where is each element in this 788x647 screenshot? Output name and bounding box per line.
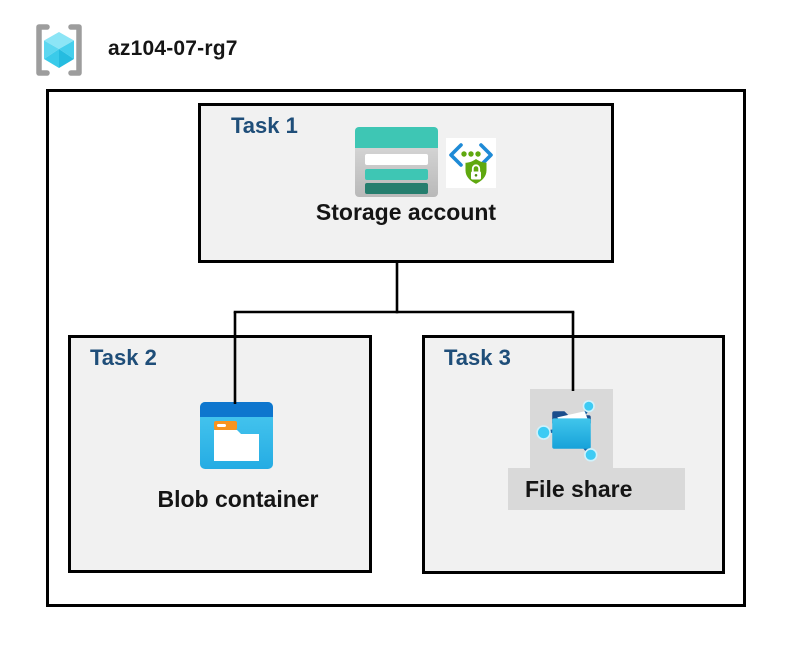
file-share-label: File share <box>508 468 685 510</box>
resource-group-icon <box>36 24 82 76</box>
task2-label: Task 2 <box>90 345 157 370</box>
task1-box: Task 1 Storage account <box>198 103 614 263</box>
blob-container-label: Blob container <box>157 486 319 512</box>
storage-account-icon <box>355 127 438 197</box>
resource-group-title: az104-07-rg7 <box>108 37 238 60</box>
task3-label: Task 3 <box>444 345 511 370</box>
secure-access-icon <box>446 138 496 188</box>
blob-container-icon <box>200 402 273 469</box>
task3-box: Task 3 File share <box>422 335 725 574</box>
task2-box: Task 2 Blob container <box>68 335 372 573</box>
file-share-icon <box>536 400 598 462</box>
task1-label: Task 1 <box>231 113 298 138</box>
storage-account-label: Storage account <box>315 199 497 225</box>
file-share-icon-highlight <box>530 389 613 470</box>
